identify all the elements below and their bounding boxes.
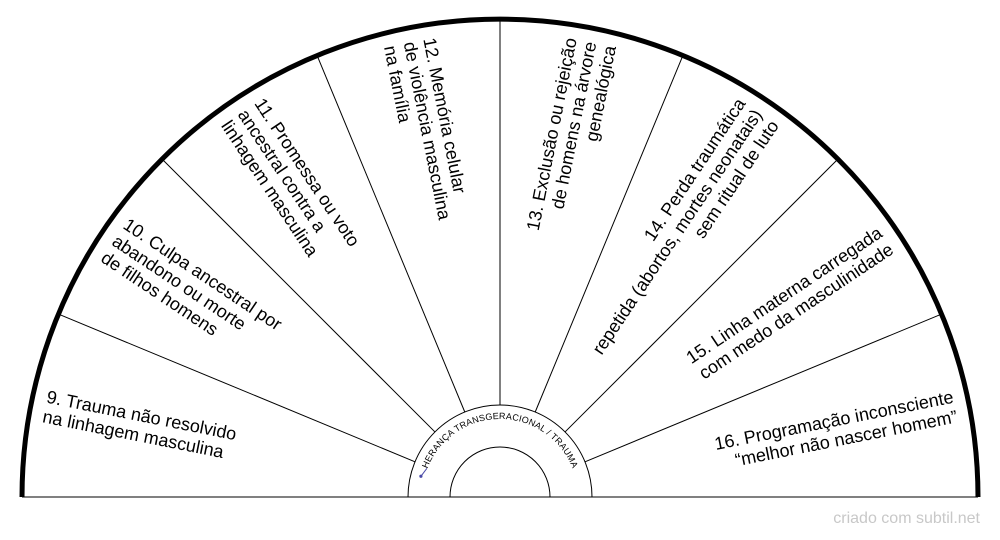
credit-text: criado com subtil.net [833,510,980,527]
segment-label-16: 16. Programação inconsciente“melhor não … [713,387,959,470]
segment-divider [564,158,839,433]
segment-label-line: com medo da masculinidade [695,239,897,383]
segment-dividers [58,19,942,463]
segment-divider [316,55,466,413]
segment-divider [58,313,416,463]
segment-divider [161,158,436,433]
segment-divider [534,55,684,413]
pendulum-icon [419,467,428,478]
segment-label-line: 15. Linha materna carregada [682,222,886,368]
outer-arc [19,16,981,498]
segment-divider [584,313,942,463]
hub-inner-ring [449,446,551,498]
